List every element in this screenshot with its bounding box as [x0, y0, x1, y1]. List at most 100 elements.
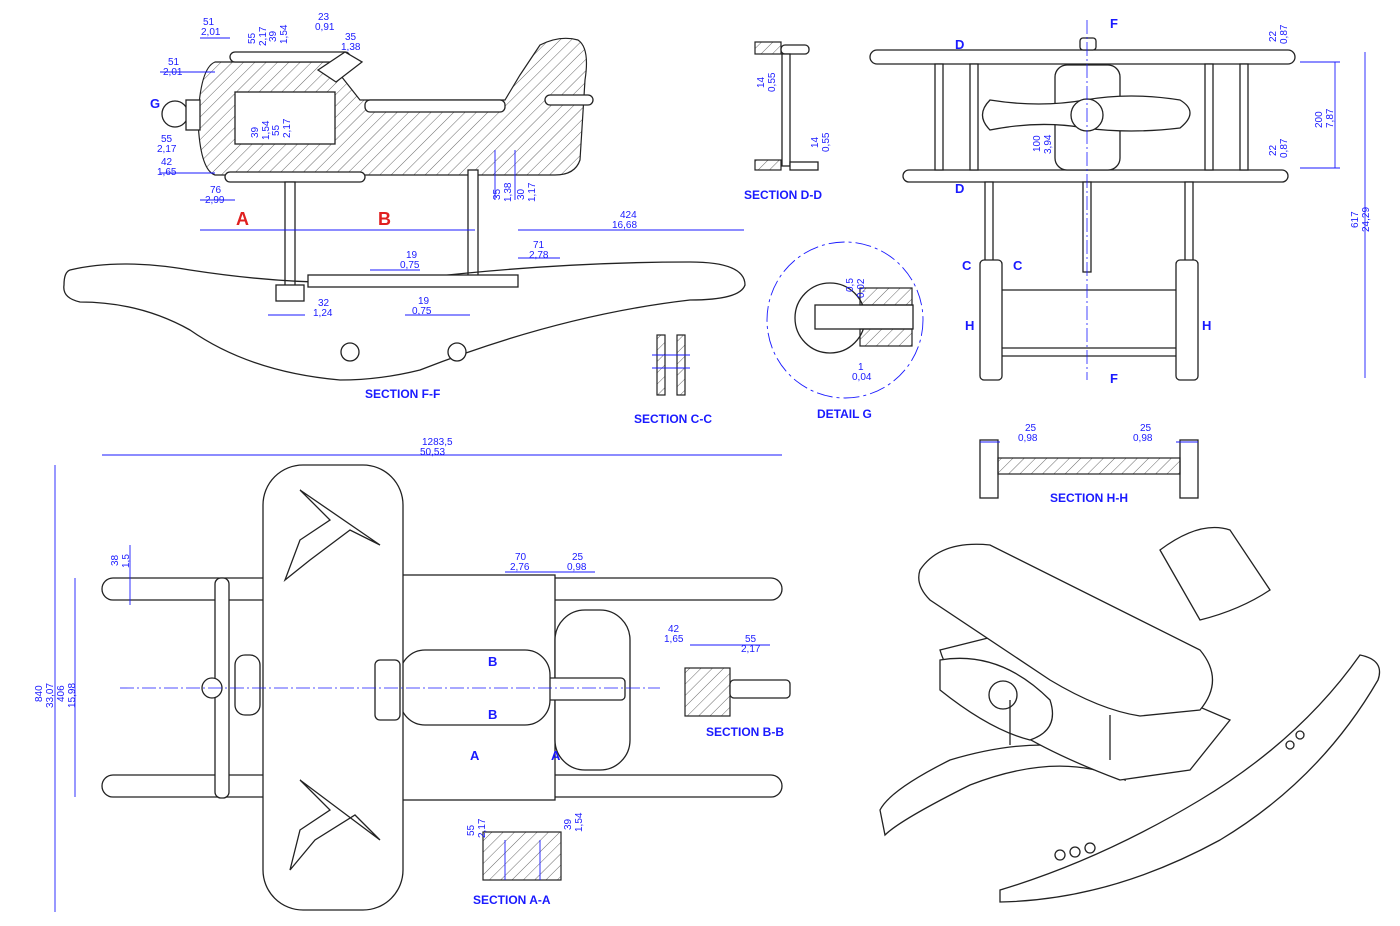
svg-text:D: D: [955, 181, 964, 196]
svg-text:15,98: 15,98: [67, 683, 78, 708]
svg-text:0,98: 0,98: [1133, 433, 1153, 444]
dd-dim-14-top: 14 0,55: [756, 72, 778, 92]
isometric-view: [879, 526, 1381, 903]
section-bb-view: 42 1,65 55 2,17 SECTION B-B: [664, 624, 791, 739]
svg-text:1,54: 1,54: [261, 120, 272, 140]
svg-text:23: 23: [318, 12, 330, 23]
svg-text:406: 406: [56, 685, 67, 702]
svg-text:50,53: 50,53: [420, 447, 445, 458]
svg-text:0,04: 0,04: [852, 372, 872, 383]
svg-text:0,87: 0,87: [1279, 24, 1290, 44]
svg-text:0,75: 0,75: [400, 260, 420, 271]
svg-text:F: F: [1110, 16, 1118, 31]
svg-text:25: 25: [572, 552, 584, 563]
svg-text:19: 19: [406, 250, 418, 261]
svg-text:1,54: 1,54: [574, 812, 585, 832]
ff-dim-55-lower: 55 2,17: [271, 118, 293, 138]
section-hh-title: SECTION H-H: [1050, 491, 1128, 505]
section-ff-title: SECTION F-F: [365, 387, 440, 401]
rocker-spacer-block: [307, 274, 519, 288]
svg-text:14: 14: [810, 136, 821, 148]
svg-text:2,17: 2,17: [157, 144, 177, 155]
svg-text:2,76: 2,76: [510, 562, 530, 573]
iso-upper-wing: [918, 543, 1213, 717]
ff-dim-35-lower: 35 1,38: [492, 182, 514, 202]
svg-text:35: 35: [492, 188, 503, 200]
svg-text:42: 42: [161, 157, 173, 168]
section-dd-title: SECTION D-D: [744, 188, 822, 202]
section-ff-view: A B G 51 2,01 51 2,01 55 2,17 39 1,54: [63, 12, 746, 401]
tail-stabilizer: [544, 94, 594, 106]
svg-text:1,17: 1,17: [527, 182, 538, 202]
svg-text:840: 840: [34, 685, 45, 702]
svg-text:1: 1: [858, 362, 864, 373]
plan-upper-wing: [262, 464, 404, 911]
svg-text:0,75: 0,75: [412, 306, 432, 317]
ff-dim-35-upper: 35 1,38: [341, 32, 361, 53]
section-cc-title: SECTION C-C: [634, 412, 712, 426]
ff-dim-42: 42 1,65: [157, 157, 177, 178]
svg-text:25: 25: [1140, 423, 1152, 434]
svg-text:32: 32: [318, 298, 330, 309]
svg-text:71: 71: [533, 240, 545, 251]
svg-text:H: H: [965, 318, 974, 333]
strut-bracket: [275, 284, 305, 302]
iso-rocker-right: [999, 654, 1381, 903]
svg-text:2,17: 2,17: [741, 644, 761, 655]
svg-text:200: 200: [1314, 111, 1325, 128]
svg-text:B: B: [488, 707, 497, 722]
svg-text:H: H: [1202, 318, 1211, 333]
svg-text:0,55: 0,55: [821, 132, 832, 152]
ff-dim-19-upper: 19 0,75: [400, 250, 420, 271]
ff-dim-30: 30 1,17: [516, 182, 538, 202]
aa-dim-55: 55 2,17: [466, 818, 488, 838]
ff-dim-51-left: 51 2,01: [163, 57, 183, 78]
svg-text:55: 55: [247, 32, 258, 44]
svg-text:19: 19: [418, 296, 430, 307]
section-aa-view: 55 2,17 39 1,54 SECTION A-A: [466, 812, 585, 907]
svg-text:1,24: 1,24: [313, 308, 333, 319]
svg-text:617: 617: [1350, 211, 1361, 228]
section-cc-view: SECTION C-C: [634, 334, 712, 426]
svg-text:51: 51: [203, 17, 215, 28]
svg-text:35: 35: [345, 32, 357, 43]
svg-text:51: 51: [168, 57, 180, 68]
front-dim-22-bottom: 22 0,87: [1268, 138, 1290, 158]
ff-dim-39-lower: 39 1,54: [250, 120, 272, 140]
plan-view: 1283,5 50,53 840 33,07 406 15,98 38 1,5 …: [34, 437, 783, 912]
svg-text:55: 55: [161, 134, 173, 145]
cockpit-cutout: [234, 91, 336, 145]
svg-text:70: 70: [515, 552, 527, 563]
svg-text:C: C: [1013, 258, 1023, 273]
svg-text:55: 55: [271, 124, 282, 136]
svg-text:1,38: 1,38: [341, 42, 361, 53]
svg-text:24,29: 24,29: [1361, 207, 1372, 232]
svg-text:0,5: 0,5: [845, 278, 856, 292]
lower-wing-profile: [224, 171, 366, 183]
ff-dim-71: 71 2,78: [529, 240, 549, 261]
svg-text:14: 14: [756, 76, 767, 88]
svg-text:0,87: 0,87: [1279, 138, 1290, 158]
detail-dim-1: 1 0,04: [852, 362, 872, 383]
svg-text:2,17: 2,17: [258, 26, 269, 46]
section-hh-view: 25 0,98 25 0,98 SECTION H-H: [979, 423, 1199, 505]
ff-dim-55-upper: 55 2,17: [247, 26, 269, 46]
svg-text:1,5: 1,5: [121, 554, 132, 568]
bb-dim-55: 55 2,17: [741, 634, 761, 655]
svg-text:39: 39: [250, 126, 261, 138]
marker-g: G: [150, 96, 160, 111]
svg-text:22: 22: [1268, 30, 1279, 42]
detail-g-title: DETAIL G: [817, 407, 872, 421]
svg-text:39: 39: [268, 30, 279, 42]
plan-dim-840: 840 33,07: [34, 683, 56, 708]
front-upper-wing: [869, 49, 1296, 65]
svg-text:30: 30: [516, 188, 527, 200]
plan-seat: [399, 649, 551, 726]
svg-text:42: 42: [668, 624, 680, 635]
marker-a: A: [236, 209, 249, 229]
svg-text:0,91: 0,91: [315, 22, 335, 33]
front-dim-100: 100 3,94: [1032, 134, 1054, 154]
plan-dim-38: 38 1,5: [110, 554, 132, 568]
svg-text:424: 424: [620, 210, 637, 221]
front-dim-617: 617 24,29: [1350, 207, 1372, 232]
